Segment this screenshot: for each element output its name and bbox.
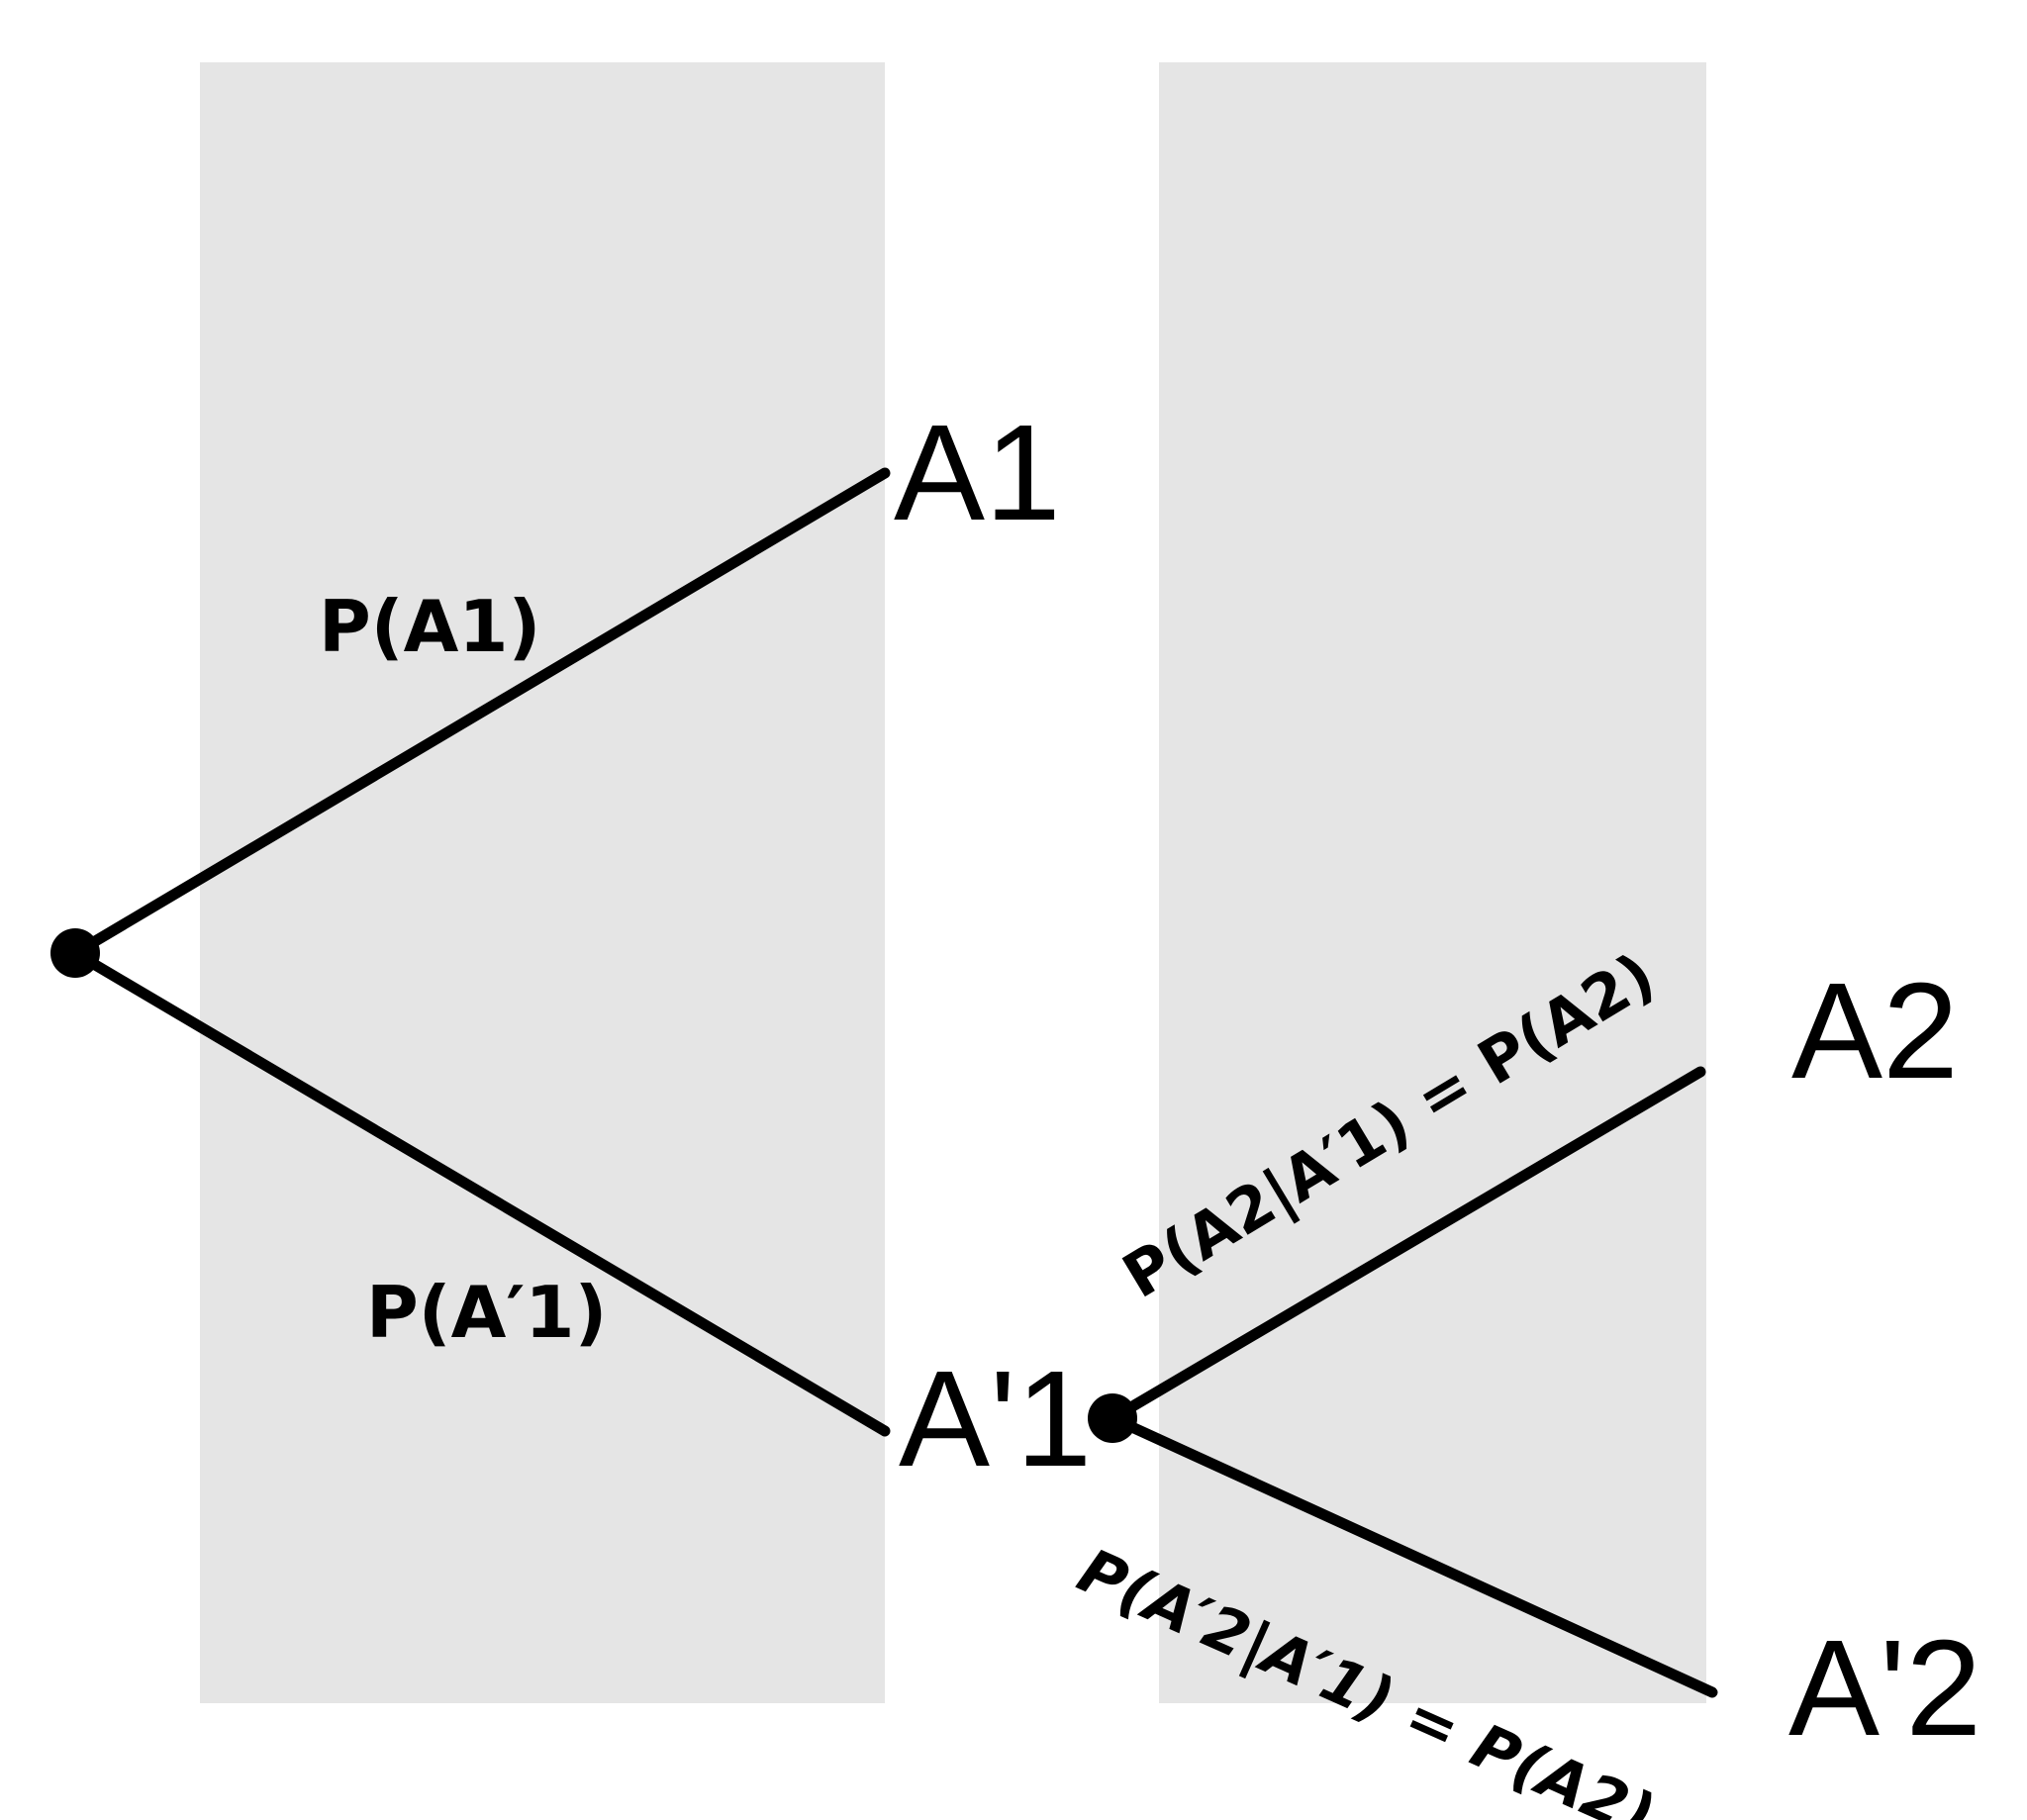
outcome-label-a1: A1 xyxy=(894,397,1061,549)
probability-label-a1: P(A1) xyxy=(319,585,540,668)
probability-label-a1-complement: P(A′1) xyxy=(366,1271,607,1354)
branch-a1-complement-to-a2 xyxy=(1107,1066,1706,1424)
branch-a1-complement-to-a2-complement xyxy=(1107,1412,1718,1698)
branch-root-to-a1 xyxy=(69,467,891,959)
outcome-label-a2-complement: A'2 xyxy=(1788,1612,1981,1765)
branch-root-to-a1-complement xyxy=(69,947,891,1437)
stage-2-band xyxy=(1159,62,1706,1703)
outcome-label-a1-complement: A'1 xyxy=(899,1343,1092,1495)
root-node xyxy=(50,928,100,978)
a1-complement-node xyxy=(1088,1393,1137,1443)
stage-1-band xyxy=(200,62,885,1703)
outcome-label-a2: A2 xyxy=(1791,955,1959,1107)
